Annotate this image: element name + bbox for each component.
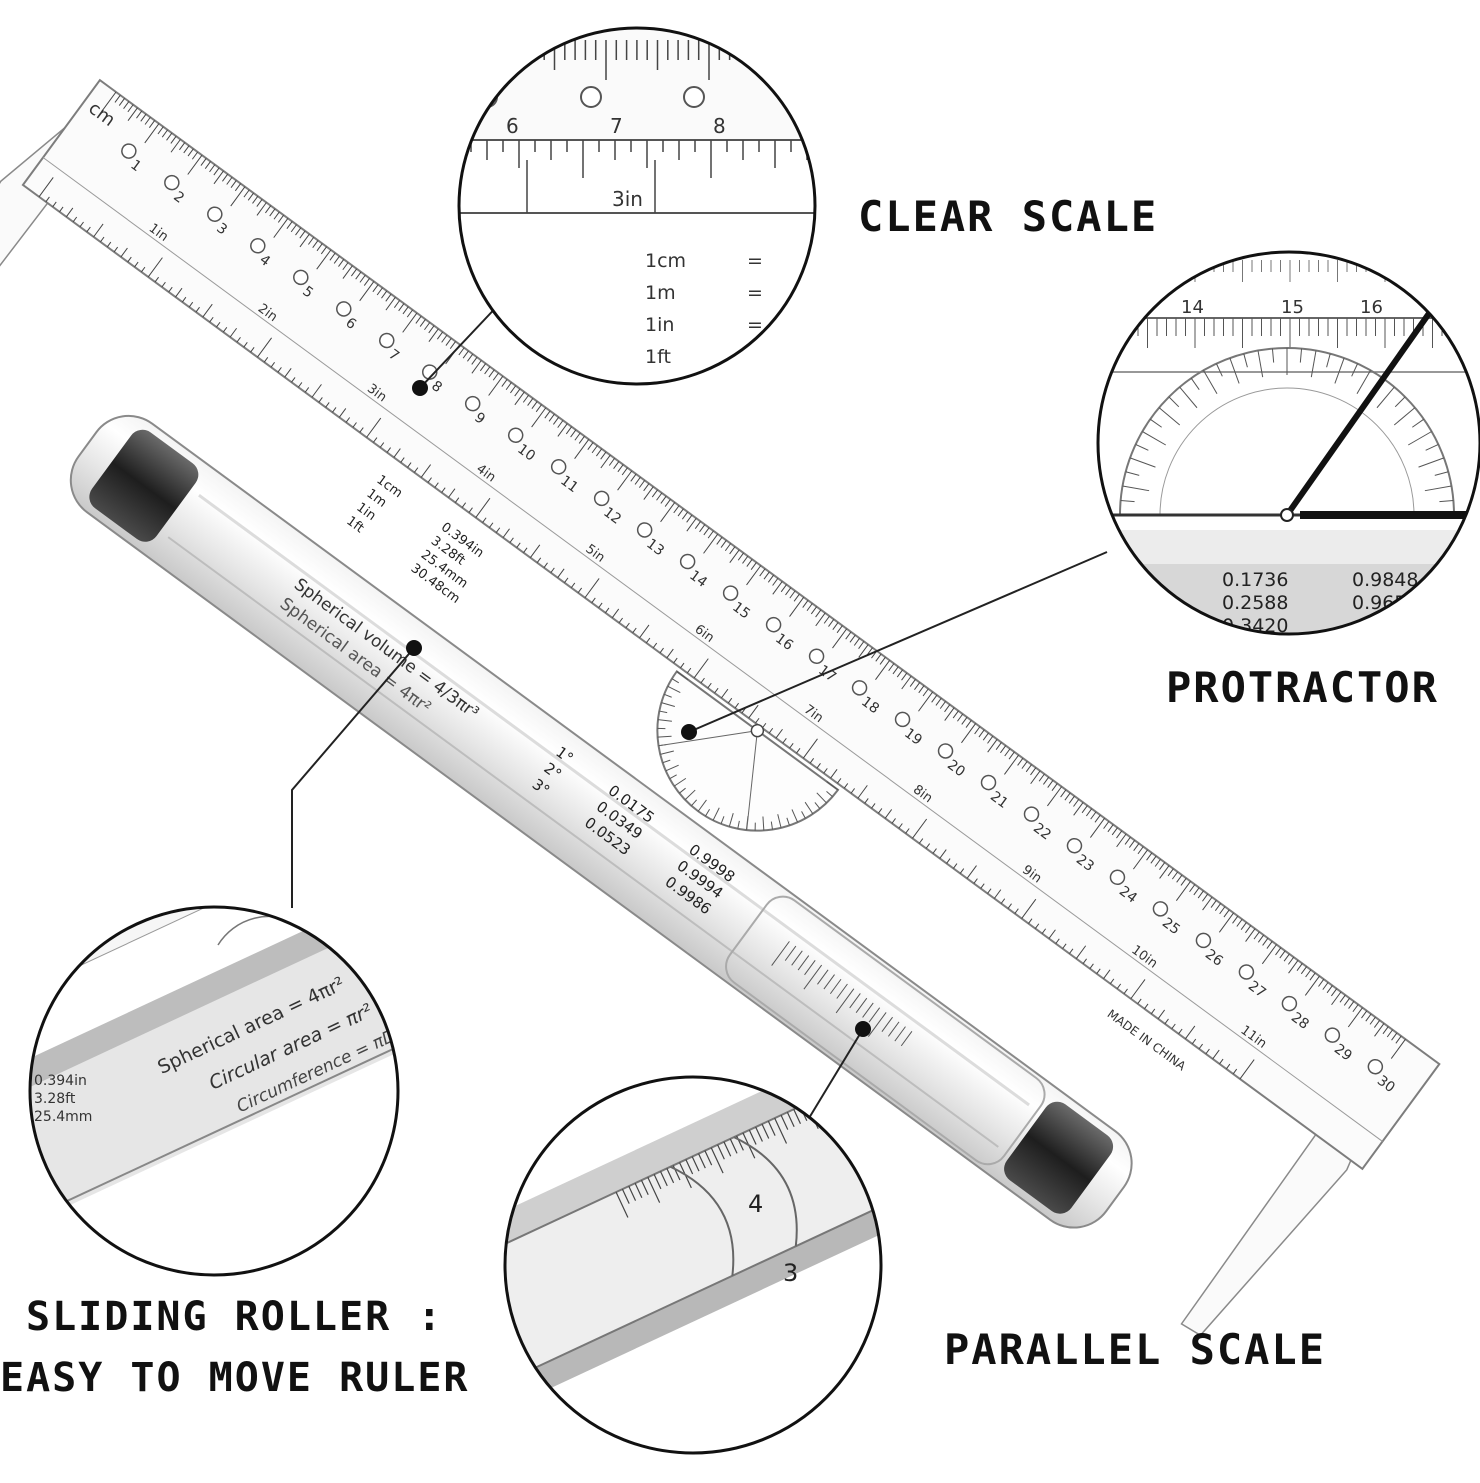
zoom-clear-eq-3: = xyxy=(747,314,763,336)
sliding-roller-subtitle: EASY TO MOVE RULER xyxy=(0,1355,470,1401)
parallel-scale-callout: PARALLEL SCALE xyxy=(944,1325,1327,1374)
cm-hole xyxy=(464,395,481,412)
zoom-clear-eq-1: = xyxy=(747,250,763,272)
cm-hole xyxy=(636,522,653,538)
cm-hole xyxy=(937,743,954,759)
cm-hole xyxy=(1023,806,1040,822)
zoom-clear-row-3: 1in xyxy=(645,314,674,336)
cm-hole xyxy=(550,459,567,475)
cm-hole xyxy=(379,332,395,349)
cm-scale xyxy=(101,91,1406,1059)
zoom-prot-sine-2: 0.2588 xyxy=(1222,592,1288,614)
cm-hole xyxy=(1195,932,1212,949)
zoom-protractor: 14 15 16 0.1736 0.2588 0.3420 0.9848 0.9… xyxy=(1096,250,1480,636)
zoom-sliding-roller: 5in Spherical area = 4πr² Circular area … xyxy=(28,905,400,1277)
cm-hole xyxy=(851,680,868,696)
cm-hole xyxy=(1324,1027,1341,1043)
zoom-clear-row-1: 1cm xyxy=(645,250,686,272)
zoom-prot-cos-1: 0.9848 xyxy=(1352,569,1418,591)
zoom-clear-scale: 6 7 8 3in 1cm 1m 1in 1ft = = = xyxy=(457,26,817,386)
sliding-roller-callout: SLIDING ROLLER : xyxy=(26,1294,444,1340)
zoom-clear-row-4: 1ft xyxy=(645,346,671,368)
zoom-clear-eq-2: = xyxy=(747,282,763,304)
zoom-parallel-mark-4: 4 xyxy=(748,1190,763,1218)
cm-hole xyxy=(765,616,782,633)
clear-scale-callout: CLEAR SCALE xyxy=(858,192,1159,241)
zoom-roller-value-3: 25.4mm xyxy=(34,1109,92,1125)
cm-hole xyxy=(980,774,997,791)
pointer-lines xyxy=(291,299,1108,1129)
cm-hole xyxy=(421,364,438,380)
cm-hole xyxy=(679,553,696,570)
zoom-prot-sine-1: 0.1736 xyxy=(1222,569,1288,591)
cm-hole xyxy=(1066,837,1083,854)
zoom-clear-cm-8: 8 xyxy=(713,114,726,138)
zoom-clear-cm-6: 6 xyxy=(506,114,519,138)
cm-hole xyxy=(894,711,911,728)
zoom-prot-label-14: 14 xyxy=(1181,297,1204,318)
zoom-clear-hole xyxy=(683,86,705,108)
zoom-clear-row-2: 1m xyxy=(645,282,676,304)
cm-hole xyxy=(336,301,352,317)
zoom-prot-label-15: 15 xyxy=(1281,297,1304,318)
zoom-clear-hole xyxy=(476,86,498,108)
cm-hole xyxy=(1152,901,1169,917)
cm-hole xyxy=(808,648,825,665)
cm-hole xyxy=(1281,995,1298,1012)
zoom-clear-hole xyxy=(580,86,602,108)
cm-hole xyxy=(121,143,137,159)
cm-hole xyxy=(507,427,524,443)
zoom-roller-value-1: 0.394in xyxy=(34,1073,87,1089)
cm-hole xyxy=(293,269,309,286)
ruler-body: 1234567891011121314151617181920212223242… xyxy=(0,78,1441,1337)
cm-hole xyxy=(593,490,610,507)
zoom-roller-value-2: 3.28ft xyxy=(34,1091,76,1107)
cm-hole xyxy=(250,238,266,254)
cm-hole xyxy=(164,174,180,191)
cm-hole xyxy=(722,585,739,601)
inch-scale xyxy=(38,177,1255,1080)
cm-hole xyxy=(1367,1058,1384,1075)
zoom-clear-cm-7: 7 xyxy=(610,114,623,138)
zoom-clear-inch-label: 3in xyxy=(612,187,643,211)
cm-hole xyxy=(1238,964,1255,980)
protractor-callout: PROTRACTOR xyxy=(1166,663,1439,712)
zoom-prot-label-16: 16 xyxy=(1360,297,1383,318)
protractor xyxy=(656,670,840,832)
zoom-prot-cos-2: 0.9659 xyxy=(1352,592,1418,614)
cm-hole xyxy=(1109,869,1126,886)
cm-hole xyxy=(207,206,223,222)
zoom-parallel-mark-3: 3 xyxy=(783,1259,798,1287)
